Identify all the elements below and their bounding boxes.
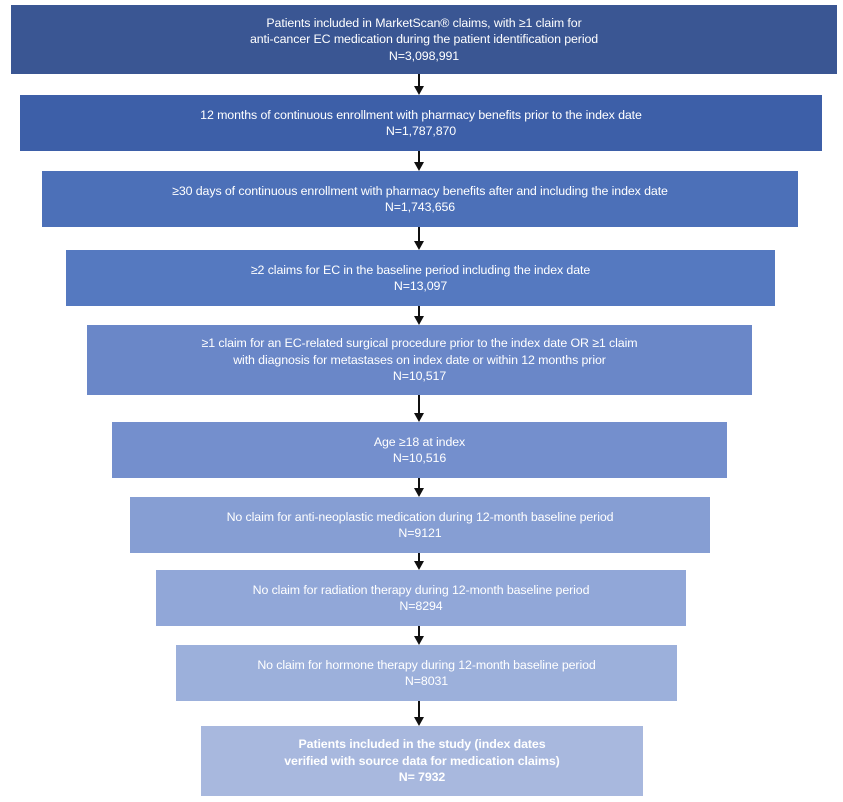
arrow-shaft [418, 701, 420, 718]
arrow-shaft [418, 478, 420, 489]
arrow-2-to-3 [412, 151, 426, 171]
patients-in-marketscan-claims: Patients included in MarketScan® claims,… [11, 5, 837, 74]
arrow-shaft [418, 74, 420, 87]
arrow-3-to-4 [412, 227, 426, 250]
arrow-5-to-6 [412, 395, 426, 422]
arrow-1-to-2 [412, 74, 426, 95]
age-18-or-older-at-index: Age ≥18 at index N=10,516 [112, 422, 727, 478]
patients-included-in-study: Patients included in the study (index da… [201, 726, 643, 796]
arrow-shaft [418, 626, 420, 637]
arrow-8-to-9 [412, 626, 426, 645]
continuous-enrollment-post-index: ≥30 days of continuous enrollment with p… [42, 171, 798, 227]
arrow-head-icon [414, 561, 424, 570]
arrow-shaft [418, 553, 420, 562]
arrow-shaft [418, 395, 420, 414]
no-radiation-therapy: No claim for radiation therapy during 12… [156, 570, 686, 626]
arrow-head-icon [414, 488, 424, 497]
no-hormone-therapy: No claim for hormone therapy during 12-m… [176, 645, 677, 701]
arrow-shaft [418, 306, 420, 317]
arrow-head-icon [414, 162, 424, 171]
arrow-head-icon [414, 86, 424, 95]
arrow-head-icon [414, 316, 424, 325]
continuous-enrollment-pre-index: 12 months of continuous enrollment with … [20, 95, 822, 151]
arrow-4-to-5 [412, 306, 426, 325]
two-claims-for-ec-baseline: ≥2 claims for EC in the baseline period … [66, 250, 775, 306]
arrow-head-icon [414, 241, 424, 250]
arrow-shaft [418, 151, 420, 163]
arrow-head-icon [414, 717, 424, 726]
arrow-9-to-10 [412, 701, 426, 726]
ec-surgical-procedure-or-metastases: ≥1 claim for an EC-related surgical proc… [87, 325, 752, 395]
arrow-6-to-7 [412, 478, 426, 497]
arrow-7-to-8 [412, 553, 426, 570]
arrow-head-icon [414, 636, 424, 645]
arrow-head-icon [414, 413, 424, 422]
arrow-shaft [418, 227, 420, 242]
no-anti-neoplastic-medication: No claim for anti-neoplastic medication … [130, 497, 710, 553]
